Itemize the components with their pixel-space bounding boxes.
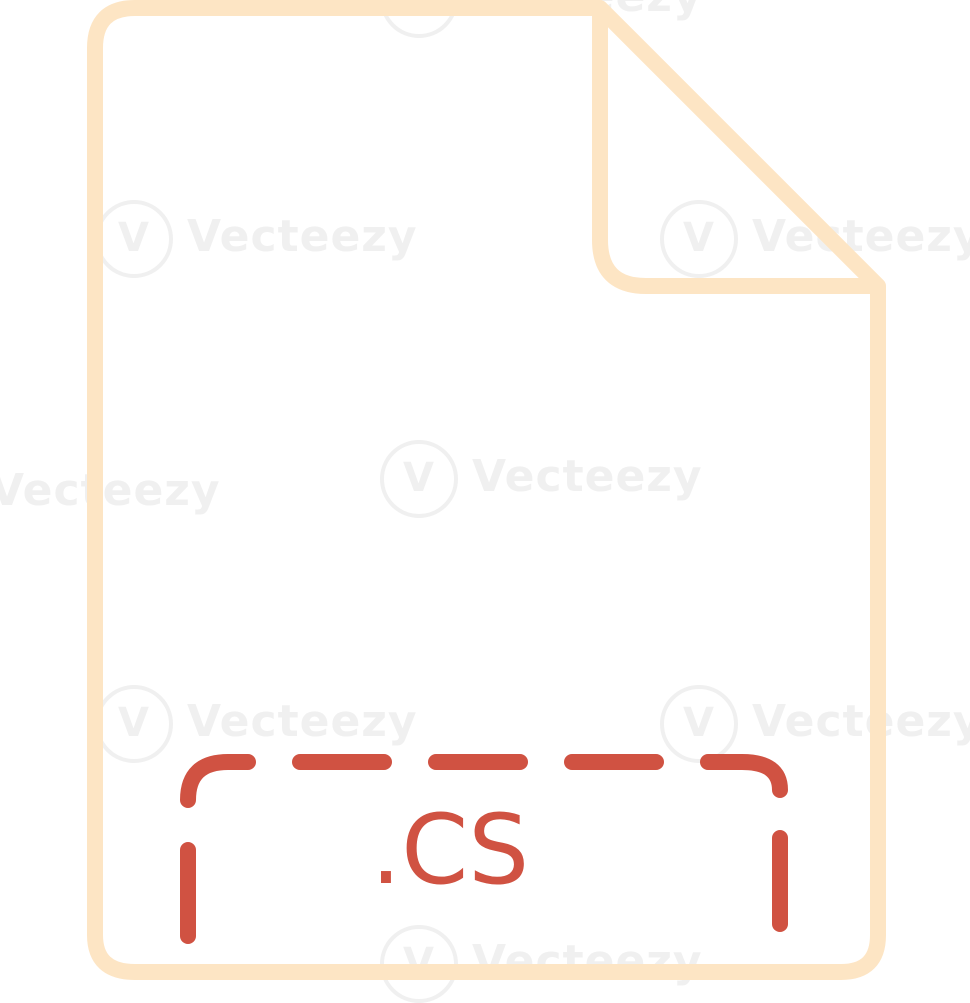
folded-corner (592, 8, 878, 294)
dashed-label-frame (180, 754, 788, 944)
file-extension-label: .CS (370, 794, 530, 906)
file-document-icon (87, 0, 886, 980)
document-outline (87, 0, 886, 980)
